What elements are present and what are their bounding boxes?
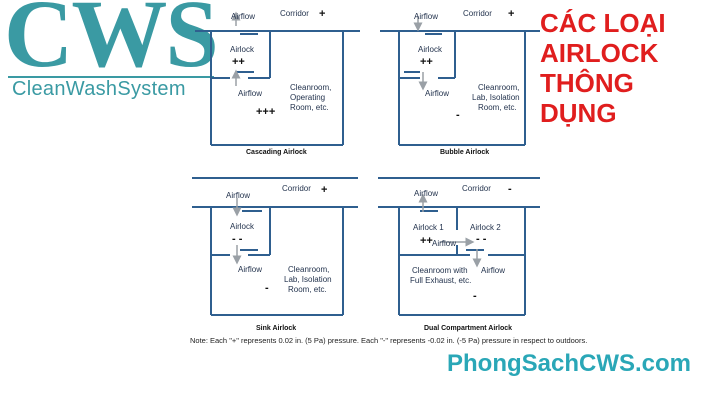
diagram-sink — [192, 177, 358, 316]
airlock-label: Airlock — [230, 45, 255, 54]
website-watermark: PhongSachCWS.com — [447, 350, 692, 377]
diagram-cascading — [195, 30, 360, 146]
room-label: Cleanroom, — [288, 265, 329, 274]
pressure-sign: - — [473, 290, 477, 302]
pressure-sign: - — [456, 109, 460, 121]
room-label: Lab, Isolation — [472, 93, 520, 102]
title-line: THÔNG — [540, 68, 634, 98]
room-label: Room, etc. — [288, 285, 327, 294]
page-title: CÁC LOẠI AIRLOCK THÔNG DỤNG — [540, 8, 666, 128]
airflow-label: Airflow — [414, 189, 438, 198]
logo-divider — [8, 76, 214, 78]
diagram-bubble — [380, 30, 540, 146]
airflow-label: Airflow — [414, 12, 438, 21]
diagram-caption: Dual Compartment Airlock — [424, 325, 512, 332]
room-label: Cleanroom, — [290, 83, 331, 92]
airflow-label: Airflow — [432, 239, 456, 248]
diagram-caption: Bubble Airlock — [440, 149, 489, 156]
pressure-sign: ++ — [420, 56, 433, 68]
airflow-label: Airflow — [481, 266, 505, 275]
diagram-caption: Cascading Airlock — [246, 149, 307, 156]
airflow-label: Airflow — [238, 89, 262, 98]
title-line: AIRLOCK — [540, 38, 659, 68]
room-label: Lab, Isolation — [284, 275, 332, 284]
airlock-label: Airlock 1 — [413, 223, 444, 232]
title-line: CÁC LOẠI — [540, 8, 666, 38]
corridor-label: Corridor — [280, 9, 309, 18]
pressure-sign: + — [508, 8, 514, 20]
title-line: DỤNG — [540, 98, 617, 128]
diagram-caption: Sink Airlock — [256, 325, 296, 332]
airflow-label: Airflow — [231, 12, 255, 21]
room-label: Room, etc. — [290, 103, 329, 112]
pressure-sign: ++ — [232, 56, 245, 68]
arrows-bubble — [413, 16, 428, 91]
room-label: Full Exhaust, etc. — [410, 276, 471, 285]
airlock-label: Airlock 2 — [470, 223, 501, 232]
room-label: Cleanroom with — [412, 266, 468, 275]
pressure-sign: +++ — [256, 106, 275, 118]
room-label: Cleanroom, — [478, 83, 519, 92]
pressure-sign: + — [319, 8, 325, 20]
airflow-label: Airflow — [226, 191, 250, 200]
room-label: Operating — [290, 93, 325, 102]
airlock-label: Airlock — [418, 45, 443, 54]
logo-subtitle: CleanWashSystem — [12, 78, 186, 100]
corridor-label: Corridor — [462, 184, 491, 193]
pressure-sign: - - — [476, 233, 487, 245]
airflow-label: Airflow — [238, 265, 262, 274]
airflow-label: Airflow — [425, 89, 449, 98]
pressure-sign: + — [321, 184, 327, 196]
pressure-sign: ++ — [420, 235, 433, 247]
pressure-sign: - — [508, 183, 512, 195]
airlock-label: Airlock — [230, 222, 255, 231]
pressure-sign: - — [265, 282, 269, 294]
diagram-dual-compartment — [378, 177, 540, 316]
pressure-sign: - - — [232, 233, 243, 245]
room-label: Room, etc. — [478, 103, 517, 112]
pressure-note: Note: Each "+" represents 0.02 in. (5 Pa… — [190, 336, 588, 345]
corridor-label: Corridor — [463, 9, 492, 18]
corridor-label: Corridor — [282, 184, 311, 193]
logo-mark: CWS — [4, 0, 219, 87]
arrows-dual-compartment — [418, 193, 482, 268]
